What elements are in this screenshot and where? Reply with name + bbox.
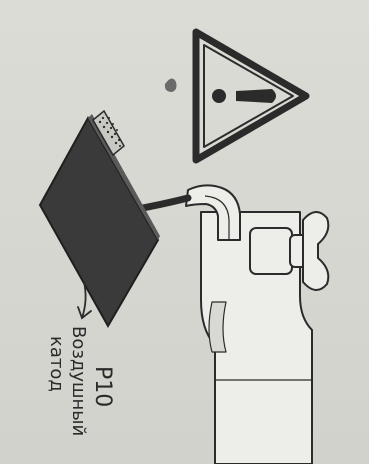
air-cathode-sheet [40,111,160,326]
part-name-line1: Воздушный [67,326,88,436]
faucet-icon [186,185,328,464]
part-name-line2: катод [45,336,66,392]
part-code-label: P10 [90,366,115,407]
warning-triangle-icon [196,32,306,160]
exclamation-dot [212,89,226,103]
exclamation-bar [236,89,276,103]
water-drop-icon [165,78,177,92]
